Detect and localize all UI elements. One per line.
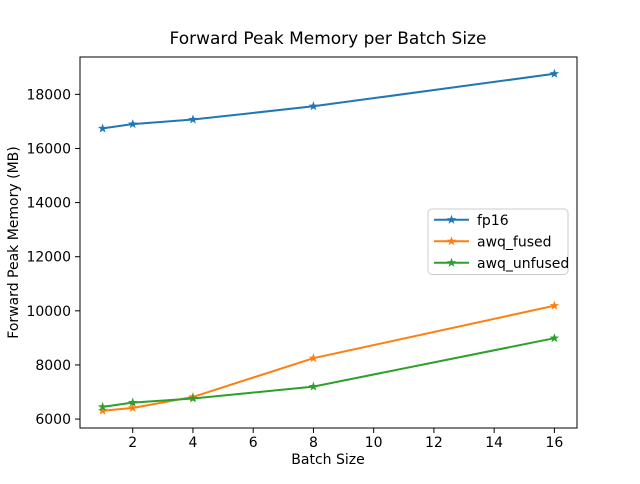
series-marker-fp16-x2	[127, 119, 138, 129]
series-line-awq_fused	[102, 304, 555, 412]
x-tick-label: 8	[309, 435, 318, 451]
legend-marker-fp16	[446, 214, 457, 224]
series-line-fp16	[102, 72, 555, 130]
legend-box	[427, 208, 569, 275]
y-tick-label: 6000	[35, 412, 71, 428]
x-tick-label: 6	[249, 435, 258, 451]
axes-spines	[79, 56, 578, 429]
x-tick-label: 12	[425, 435, 443, 451]
series-marker-awq_unfused-x8	[308, 381, 319, 391]
x-tick-label: 4	[188, 435, 197, 451]
x-tick-label: 14	[485, 435, 503, 451]
y-tick-label: 12000	[26, 250, 71, 266]
y-tick-label: 10000	[26, 304, 71, 320]
series-marker-fp16-x16	[549, 68, 560, 78]
series-marker-fp16-x8	[308, 101, 319, 111]
series-marker-awq_unfused-x1	[97, 401, 108, 411]
x-axis-label: Batch Size	[291, 452, 364, 468]
series-marker-awq_fused-x16	[549, 300, 560, 310]
legend-label-awq_unfused: awq_unfused	[477, 256, 569, 272]
x-tick-label: 10	[365, 435, 383, 451]
y-tick-label: 14000	[26, 196, 71, 212]
series-marker-awq_fused-x8	[308, 353, 319, 363]
series-line-awq_unfused	[102, 337, 555, 408]
series-marker-awq_unfused-x2	[127, 397, 138, 407]
legend-label-awq_fused: awq_fused	[477, 234, 552, 250]
legend-marker-awq_unfused	[446, 257, 457, 267]
legend-label-fp16: fp16	[477, 213, 509, 229]
y-tick-label: 16000	[26, 141, 71, 157]
series-marker-awq_unfused-x16	[549, 333, 560, 343]
series-marker-awq_unfused-x4	[188, 393, 198, 403]
chart-title: Forward Peak Memory per Batch Size	[170, 29, 487, 49]
legend-marker-awq_fused	[446, 236, 457, 246]
series-marker-fp16-x4	[188, 114, 198, 124]
series-marker-fp16-x1	[97, 123, 108, 133]
x-tick-label: 2	[128, 435, 137, 451]
series-marker-awq_fused-x1	[97, 405, 108, 415]
series-marker-awq_fused-x2	[127, 402, 138, 413]
y-tick-label: 18000	[26, 87, 71, 103]
x-tick-label: 16	[545, 435, 563, 451]
y-tick-label: 8000	[35, 358, 71, 374]
y-axis-label: Forward Peak Memory (MB)	[6, 146, 22, 338]
plot-area: 2 4 6 8 10 12 14 16 6000 8000 10000 12000 14000 16000…	[26, 56, 578, 451]
